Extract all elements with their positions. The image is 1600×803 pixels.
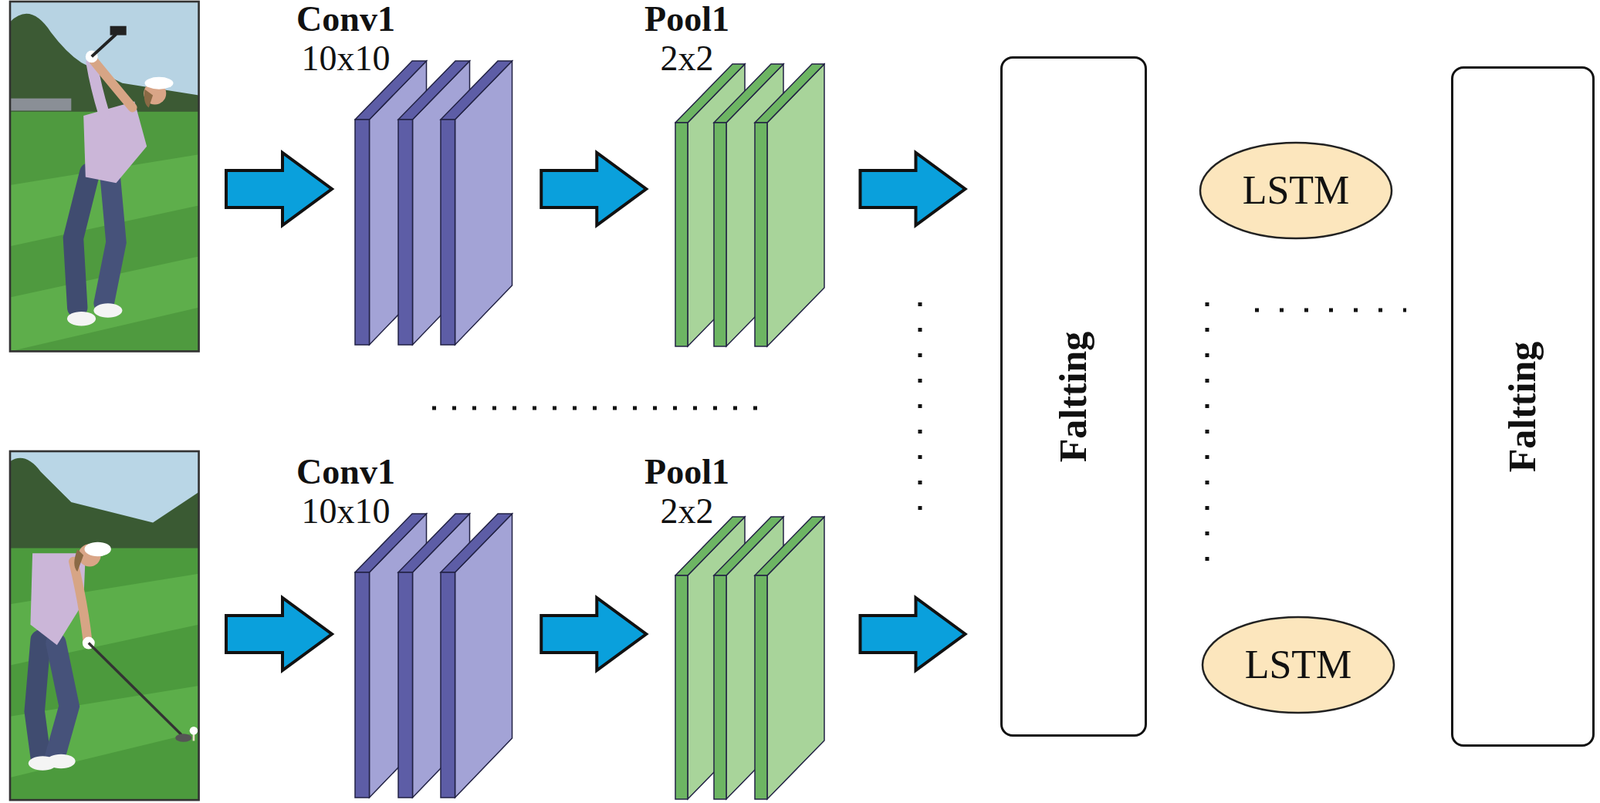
golfer-photo	[10, 1, 200, 352]
feature-map-plate	[440, 514, 513, 799]
layer-heading: Conv110x10	[296, 0, 396, 78]
leg	[104, 175, 117, 305]
layer-heading: Conv110x10	[296, 453, 396, 532]
ellipsis-dots	[918, 302, 923, 511]
cell-label: LSTM	[1242, 168, 1350, 213]
pool-size: 2x2	[644, 39, 730, 79]
photo-content	[10, 1, 200, 352]
cell-ellipse	[1200, 142, 1392, 239]
club-head	[175, 734, 192, 743]
layer-label: Faltting	[1501, 341, 1545, 472]
club	[88, 643, 182, 736]
arm	[93, 60, 132, 109]
plate-top	[440, 60, 513, 120]
pool-size: 2x2	[644, 492, 730, 532]
arm	[73, 561, 88, 642]
kernel-size: 10x10	[296, 492, 396, 532]
shirt	[83, 101, 147, 184]
block-arrow	[541, 152, 647, 226]
crowd	[10, 98, 72, 112]
golfer-photo	[10, 451, 200, 801]
ball	[189, 727, 199, 736]
layer-heading: Pool12x2	[644, 0, 730, 78]
club	[91, 33, 117, 57]
plate-edge	[754, 575, 768, 800]
leg	[54, 643, 70, 758]
pool-layer-stack: Pool12x2	[640, 0, 830, 349]
plate-edge	[355, 572, 370, 799]
input-arrow	[226, 598, 332, 671]
plate-top	[440, 514, 513, 573]
block-arrow	[860, 598, 966, 671]
ellipsis-dots	[1205, 302, 1210, 573]
photo-content	[10, 451, 200, 801]
plate-top	[754, 517, 825, 576]
conv-layer-stack: Conv110x10	[297, 453, 521, 802]
flatten-layer-box: Faltting	[1451, 66, 1595, 748]
plate-edge	[440, 119, 456, 346]
layer-name: Conv1	[296, 453, 396, 493]
feature-map-plate	[754, 64, 825, 347]
layer-label: Faltting	[1052, 331, 1096, 462]
cell-label: LSTM	[1244, 642, 1353, 687]
shoe	[93, 303, 122, 318]
ellipsis-dots	[1254, 308, 1407, 313]
ellipsis-dots	[432, 406, 761, 411]
lstm-cell: LSTM	[1198, 141, 1394, 241]
shoe	[47, 754, 76, 770]
layer-heading: Pool12x2	[644, 453, 730, 532]
plate-edge	[713, 575, 727, 800]
feature-map-plate	[754, 517, 825, 800]
cell-ellipse	[1202, 617, 1394, 714]
leg	[34, 640, 41, 758]
tee	[192, 734, 196, 741]
plate-edge	[675, 122, 688, 347]
cap	[145, 77, 174, 90]
plate-top	[754, 64, 825, 123]
trees	[10, 458, 200, 554]
sky	[10, 451, 200, 554]
cap	[84, 542, 112, 558]
block-arrow	[860, 152, 966, 226]
flatten-layer-box: Faltting	[1000, 56, 1147, 738]
layer-name: Pool1	[644, 453, 730, 493]
input-arrow	[226, 152, 332, 226]
layer-name: Conv1	[296, 0, 396, 40]
block-arrow	[541, 598, 647, 671]
grass	[10, 548, 200, 802]
plate-edge	[440, 572, 456, 799]
kernel-size: 10x10	[296, 39, 396, 79]
plate-edge	[355, 119, 370, 346]
hair	[74, 549, 84, 572]
conv-layer-stack: Conv110x10	[297, 0, 521, 349]
layer-name: Pool1	[644, 0, 730, 40]
feature-map-plate	[440, 60, 513, 346]
photo-border	[10, 451, 200, 801]
club-head	[110, 26, 127, 36]
lstm-cell: LSTM	[1200, 615, 1396, 715]
plate-edge	[754, 122, 768, 347]
pool-layer-stack: Pool12x2	[640, 453, 830, 802]
photo-border	[10, 1, 200, 352]
hair	[144, 89, 153, 109]
plate-edge	[398, 572, 413, 799]
leg	[73, 172, 90, 308]
plate-edge	[675, 575, 688, 800]
plate-edge	[713, 122, 727, 347]
plate-edge	[398, 119, 413, 346]
shoe	[67, 311, 96, 327]
